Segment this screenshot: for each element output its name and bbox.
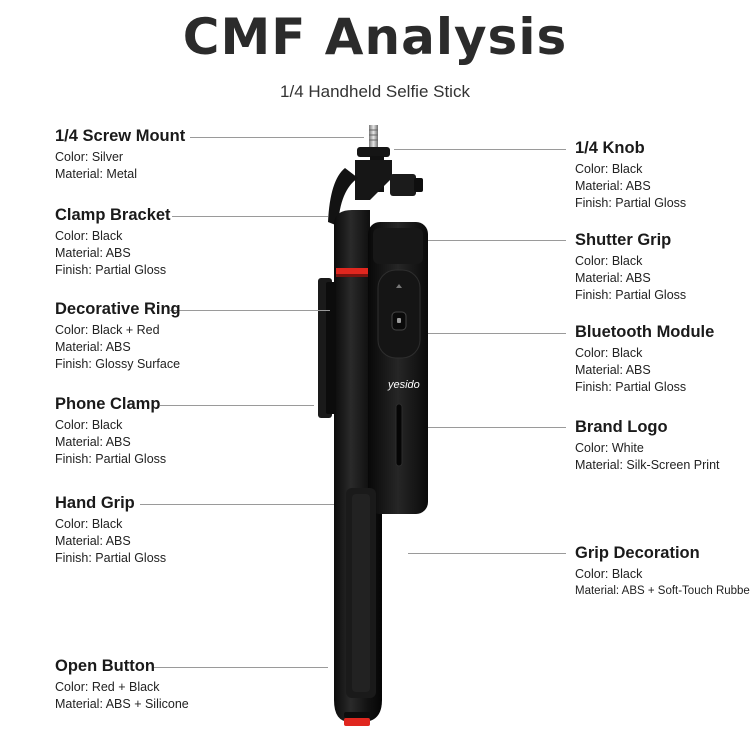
callout-title: Bluetooth Module bbox=[575, 323, 715, 341]
callout-material: Material: ABS bbox=[575, 179, 651, 193]
callout-screw-mount: 1/4 Screw Mount Color: Silver Material: … bbox=[55, 127, 185, 183]
callout-finish: Finish: Partial Gloss bbox=[575, 380, 687, 394]
callout-finish: Finish: Partial Gloss bbox=[55, 551, 167, 565]
callout-grip-decoration: Grip Decoration Color: Black Material: A… bbox=[575, 544, 750, 600]
callout-material: Material: ABS bbox=[55, 246, 131, 260]
callout-title: Phone Clamp bbox=[55, 395, 161, 413]
callout-finish: Finish: Partial Gloss bbox=[55, 452, 167, 466]
leader-bluetooth-module bbox=[428, 333, 566, 334]
callout-color: Color: Red + Black bbox=[55, 680, 160, 694]
leader-shutter-grip bbox=[428, 240, 566, 241]
callout-finish: Finish: Partial Gloss bbox=[575, 288, 687, 302]
callout-decorative-ring: Decorative Ring Color: Black + Red Mater… bbox=[55, 300, 181, 373]
callout-material: Material: ABS bbox=[55, 340, 131, 354]
callout-phone-clamp: Phone Clamp Color: Black Material: ABS F… bbox=[55, 395, 166, 468]
clamp-bracket-shape bbox=[328, 168, 358, 226]
callout-material: Material: Metal bbox=[55, 167, 137, 181]
callout-open-button: Open Button Color: Red + Black Material:… bbox=[55, 657, 189, 713]
callout-title: 1/4 Screw Mount bbox=[55, 127, 186, 145]
callout-shutter-grip: Shutter Grip Color: Black Material: ABS … bbox=[575, 231, 686, 304]
brand-logo-text: yesido bbox=[387, 379, 420, 391]
callout-hand-grip: Hand Grip Color: Black Material: ABS Fin… bbox=[55, 494, 166, 567]
callout-title: 1/4 Knob bbox=[575, 139, 645, 157]
callout-title: Open Button bbox=[55, 657, 155, 675]
leader-decorative-ring bbox=[170, 310, 330, 311]
callout-title: Hand Grip bbox=[55, 494, 135, 512]
callout-material: Material: ABS + Silicone bbox=[55, 697, 189, 711]
callout-material: Material: ABS bbox=[55, 435, 131, 449]
callout-bluetooth-module: Bluetooth Module Color: Black Material: … bbox=[575, 323, 714, 396]
callout-color: Color: Black bbox=[575, 162, 643, 176]
callout-material: Material: ABS bbox=[575, 363, 651, 377]
callout-brand-logo: Brand Logo Color: White Material: Silk-S… bbox=[575, 418, 720, 474]
knob-shape bbox=[355, 156, 423, 200]
open-button-shape bbox=[344, 718, 370, 726]
leader-phone-clamp bbox=[160, 405, 314, 406]
callout-color: Color: Black bbox=[575, 567, 643, 581]
callout-color: Color: Black bbox=[55, 229, 123, 243]
callout-title: Brand Logo bbox=[575, 418, 668, 436]
callout-material: Material: Silk-Screen Print bbox=[575, 458, 720, 472]
callout-clamp-bracket: Clamp Bracket Color: Black Material: ABS… bbox=[55, 206, 171, 279]
leader-clamp-bracket bbox=[172, 216, 328, 217]
callout-color: Color: Black bbox=[55, 517, 123, 531]
screw-mount-shape bbox=[357, 125, 390, 157]
callout-finish: Finish: Partial Gloss bbox=[575, 196, 687, 210]
callout-color: Color: Black bbox=[55, 418, 123, 432]
shutter-grip-shape bbox=[368, 222, 428, 514]
leader-screw-mount bbox=[190, 137, 364, 138]
callout-finish: Finish: Partial Gloss bbox=[55, 263, 167, 277]
decorative-ring-shape bbox=[336, 268, 368, 274]
callout-material: Material: ABS bbox=[575, 271, 651, 285]
leader-knob bbox=[394, 149, 566, 150]
callout-title: Shutter Grip bbox=[575, 231, 672, 249]
callout-color: Color: Silver bbox=[55, 150, 124, 164]
callout-title: Grip Decoration bbox=[575, 544, 700, 562]
leader-brand-logo bbox=[428, 427, 566, 428]
page-title: CMF Analysis bbox=[182, 8, 568, 66]
page-subtitle: 1/4 Handheld Selfie Stick bbox=[280, 82, 470, 101]
callout-color: Color: Black bbox=[575, 254, 643, 268]
leader-grip-decoration bbox=[408, 553, 566, 554]
leader-hand-grip bbox=[140, 504, 334, 505]
callout-color: Color: White bbox=[575, 441, 644, 455]
callout-title: Decorative Ring bbox=[55, 300, 181, 318]
leader-open-button bbox=[152, 667, 328, 668]
callout-material: Material: ABS + Soft-Touch Rubber bbox=[575, 585, 750, 597]
callout-color: Color: Black + Red bbox=[55, 323, 160, 337]
callout-material: Material: ABS bbox=[55, 534, 131, 548]
callout-color: Color: Black bbox=[575, 346, 643, 360]
callout-finish: Finish: Glossy Surface bbox=[55, 357, 181, 371]
callout-knob: 1/4 Knob Color: Black Material: ABS Fini… bbox=[575, 139, 686, 212]
callout-title: Clamp Bracket bbox=[55, 206, 171, 224]
